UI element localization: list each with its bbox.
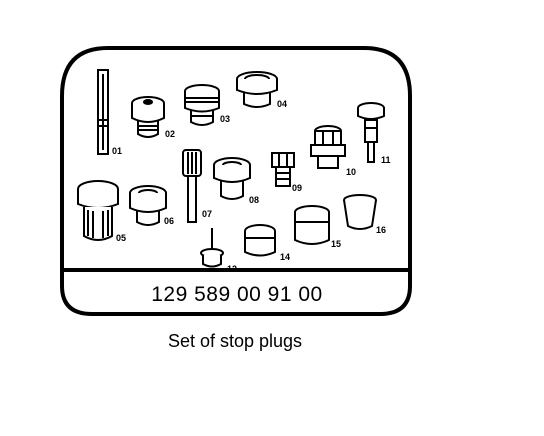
part-07-drawing	[182, 149, 202, 223]
part-label-12: 12	[227, 264, 238, 274]
part-label-01: 01	[112, 146, 123, 156]
part-10-drawing	[310, 125, 346, 169]
part-09-drawing	[271, 152, 295, 187]
part-03-drawing	[184, 84, 220, 126]
part-04-drawing	[236, 71, 278, 108]
case-bottom-outline	[60, 270, 412, 316]
part-label-03: 03	[220, 114, 231, 124]
figure-caption: Set of stop plugs	[167, 331, 303, 351]
part-06-drawing	[129, 185, 167, 226]
part-label-02: 02	[165, 129, 176, 139]
part-label-05: 05	[116, 233, 127, 243]
part-label-16: 16	[376, 225, 387, 235]
part-08-drawing	[213, 157, 251, 200]
part-15-drawing	[294, 205, 330, 245]
part-11-drawing	[357, 102, 385, 163]
part-label-07: 07	[202, 209, 213, 219]
part-01-drawing	[97, 69, 109, 155]
part-label-09: 09	[292, 183, 303, 193]
part-02-drawing	[131, 96, 165, 138]
kit-part-number: 129 589 00 91 00	[151, 283, 323, 306]
part-label-06: 06	[164, 216, 175, 226]
part-16-drawing	[343, 194, 377, 230]
part-label-15: 15	[331, 239, 342, 249]
part-12-drawing	[200, 228, 224, 268]
part-label-14: 14	[280, 252, 291, 262]
part-label-11: 11	[381, 155, 391, 165]
part-14-drawing	[244, 224, 276, 257]
part-label-04: 04	[277, 99, 288, 109]
part-label-10: 10	[346, 167, 357, 177]
part-label-08: 08	[249, 195, 260, 205]
part-05-drawing	[77, 180, 119, 241]
